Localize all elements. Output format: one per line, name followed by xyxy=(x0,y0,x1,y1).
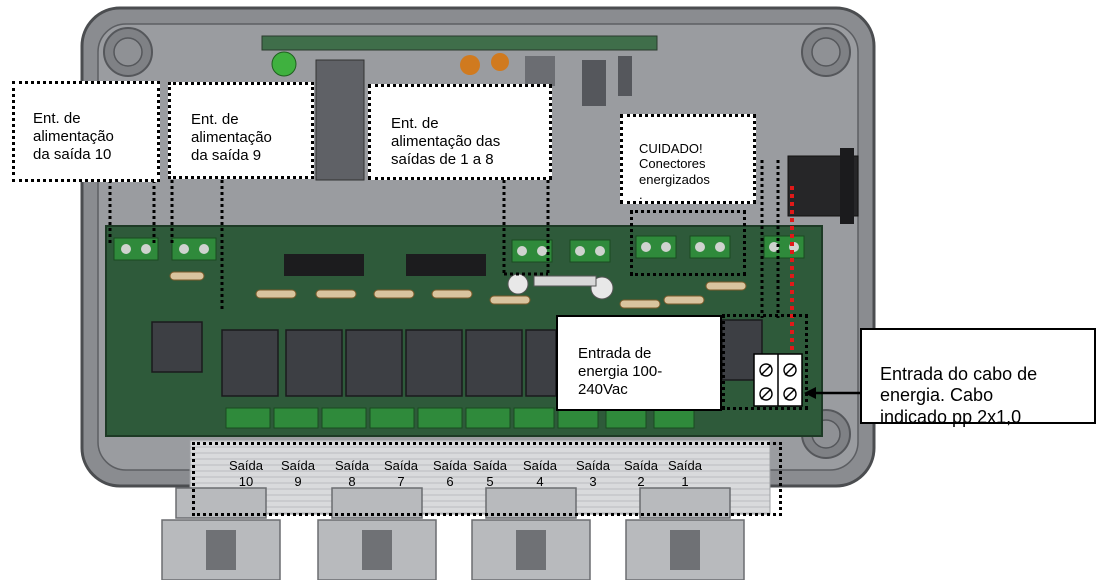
green-led xyxy=(271,51,297,77)
frame-warning-terminals xyxy=(630,210,746,276)
leader-lines xyxy=(108,160,780,318)
callout-cable-spec-text: Entrada do cabo de energia. Cabo indicad… xyxy=(880,363,1038,427)
frame-output-labels xyxy=(192,442,782,516)
cable-arrow-head xyxy=(804,387,816,399)
callout-feed-output-10-text: Ent. de alimentação da saída 10 xyxy=(33,110,114,163)
relays xyxy=(151,319,763,397)
callout-feed-output-9-text: Ent. de alimentação da saída 9 xyxy=(191,111,272,164)
callout-feed-output-10: Ent. de alimentação da saída 10 xyxy=(12,81,160,182)
callout-warning: CUIDADO! Conectores energizados . xyxy=(620,114,756,204)
callout-feed-outputs-1-8-text: Ent. de alimentação das saídas de 1 a 8 xyxy=(391,115,501,168)
ic-chip-right xyxy=(406,254,486,276)
callout-cable-spec: Entrada do cabo de energia. Cabo indicad… xyxy=(860,328,1096,427)
input-terminals xyxy=(113,235,805,263)
callout-warning-text: CUIDADO! Conectores energizados . xyxy=(639,140,710,203)
ic-chip-left xyxy=(284,254,364,276)
top-board xyxy=(261,35,658,51)
callout-feed-output-9: Ent. de alimentação da saída 9 xyxy=(168,82,314,179)
output-terminals xyxy=(225,407,695,429)
callout-power-input-text: Entrada de energia 100- 240Vac xyxy=(578,345,663,398)
callout-power-input: Entrada de energia 100- 240Vac xyxy=(556,315,722,411)
callout-feed-outputs-1-8: Ent. de alimentação das saídas de 1 a 8 xyxy=(368,84,552,180)
frame-power-entry xyxy=(722,314,808,410)
transformer xyxy=(315,59,365,181)
